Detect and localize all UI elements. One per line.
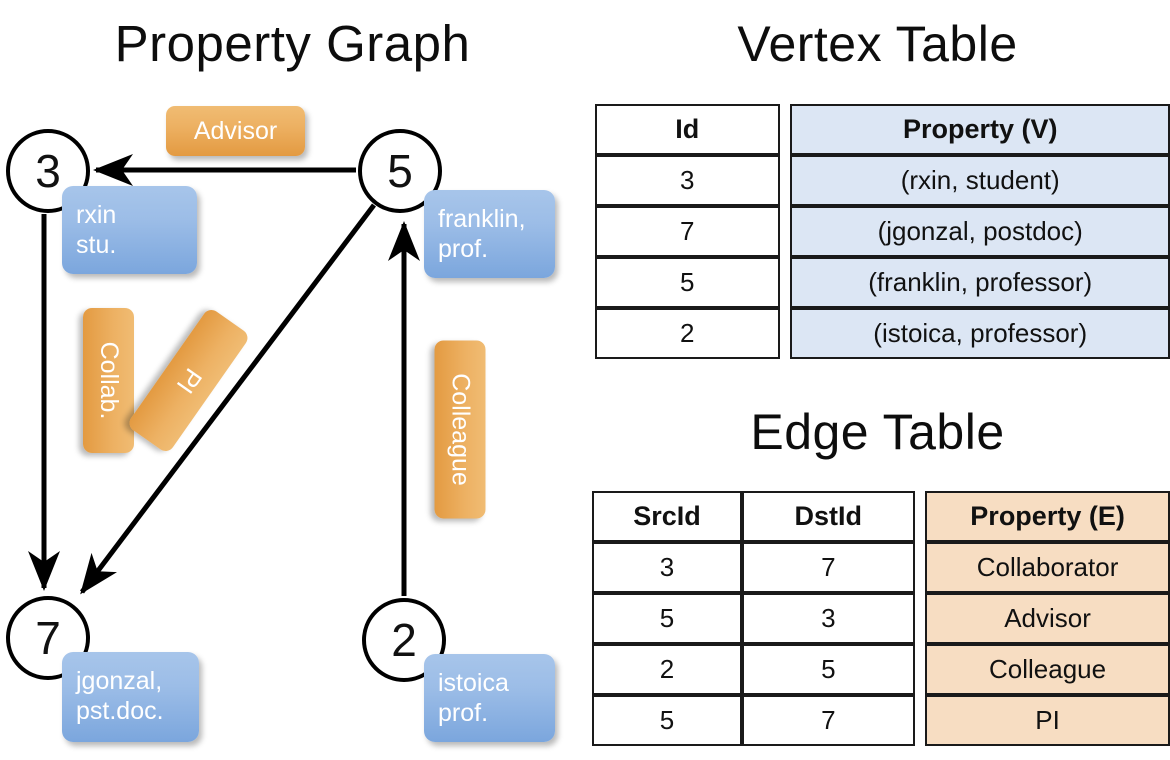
edge-cell-dstid: 7 <box>741 542 915 593</box>
vertex-cell-property: (franklin, professor) <box>790 257 1170 308</box>
edge-table-header-property: Property (E) <box>925 491 1170 542</box>
edge-cell-property: Advisor <box>925 593 1170 644</box>
table-row: 5 (franklin, professor) <box>595 257 1170 308</box>
graph-node-2-label: 2 <box>391 614 417 666</box>
edge-label-colleague-text: Colleague <box>446 373 475 486</box>
node-property-box-franklin: franklin, prof. <box>424 190 555 278</box>
edge-cell-property: Collaborator <box>925 542 1170 593</box>
edge-cell-dstid: 3 <box>741 593 915 644</box>
edge-label-box-collab: Collab. <box>83 308 134 453</box>
edge-cell-dstid: 7 <box>741 695 915 746</box>
node-property-istoica-line2: prof. <box>438 699 489 727</box>
page-title-property-graph: Property Graph <box>114 15 471 72</box>
table-row: 3 (rxin, student) <box>595 155 1170 206</box>
edge-cell-srcid: 3 <box>592 542 742 593</box>
vertex-cell-property: (jgonzal, postdoc) <box>790 206 1170 257</box>
edge-table-header-dstid: DstId <box>741 491 915 542</box>
graph-node-5[interactable]: 5 <box>358 129 442 213</box>
table-row: 2 (istoica, professor) <box>595 308 1170 359</box>
table-row: 7 (jgonzal, postdoc) <box>595 206 1170 257</box>
edge-5-to-7-pi <box>80 203 376 595</box>
node-property-istoica-line1: istoica <box>438 669 509 697</box>
table-column-gap <box>780 308 791 359</box>
graph-node-5-label: 5 <box>387 145 413 197</box>
vertex-cell-property: (rxin, student) <box>790 155 1170 206</box>
vertex-cell-id: 7 <box>595 206 780 257</box>
vertex-table-header-id: Id <box>595 104 780 155</box>
node-property-box-rxin: rxin stu. <box>62 186 197 274</box>
edge-label-pi-text: PI <box>170 363 208 399</box>
node-property-franklin-line1: franklin, <box>438 205 526 233</box>
edge-cell-dstid: 5 <box>741 644 915 695</box>
edge-cell-srcid: 5 <box>592 695 742 746</box>
property-graph-panel: Property Graph 3 5 7 2 rxin stu. frankli… <box>6 15 555 742</box>
graph-node-2[interactable]: 2 <box>362 598 446 682</box>
vertex-cell-id: 3 <box>595 155 780 206</box>
vertex-table-header-property: Property (V) <box>790 104 1170 155</box>
table-column-gap <box>780 206 791 257</box>
edge-table-header-row: SrcId DstId Property (E) <box>592 491 1170 542</box>
table-column-gap <box>915 542 925 593</box>
vertex-cell-id: 5 <box>595 257 780 308</box>
edge-label-box-advisor: Advisor <box>166 106 305 156</box>
table-column-gap <box>780 104 791 155</box>
table-column-gap <box>780 155 791 206</box>
edge-table-header-srcid: SrcId <box>592 491 742 542</box>
table-column-gap <box>915 644 925 695</box>
node-property-box-istoica: istoica prof. <box>424 654 555 742</box>
table-column-gap <box>915 491 925 542</box>
node-property-rxin-line2: stu. <box>76 231 117 259</box>
node-property-jgonzal-line1: jgonzal, <box>76 667 163 695</box>
edge-cell-property: PI <box>925 695 1170 746</box>
edge-label-box-colleague: Colleague <box>434 340 486 519</box>
vertex-table: Id Property (V) 3 (rxin, student) 7 (jgo… <box>595 104 1170 359</box>
vertex-cell-id: 2 <box>595 308 780 359</box>
edge-label-advisor-text: Advisor <box>193 116 278 145</box>
vertex-cell-property: (istoica, professor) <box>790 308 1170 359</box>
node-property-franklin-line2: prof. <box>438 235 489 263</box>
table-row: 5 7 PI <box>592 695 1170 746</box>
node-property-jgonzal-line2: pst.doc. <box>76 697 164 725</box>
table-row: 3 7 Collaborator <box>592 542 1170 593</box>
node-property-rxin-line1: rxin <box>76 201 117 229</box>
node-property-box-jgonzal: jgonzal, pst.doc. <box>62 652 199 742</box>
page-title-vertex-table: Vertex Table <box>737 16 1018 72</box>
edge-label-collab-text: Collab. <box>95 341 123 420</box>
table-column-gap <box>915 695 925 746</box>
graph-node-3-label: 3 <box>35 145 61 197</box>
table-column-gap <box>780 257 791 308</box>
table-row: 2 5 Colleague <box>592 644 1170 695</box>
page-title-edge-table: Edge Table <box>750 404 1005 460</box>
edge-cell-property: Colleague <box>925 644 1170 695</box>
table-row: 5 3 Advisor <box>592 593 1170 644</box>
graph-edges-svg <box>28 154 420 596</box>
edge-cell-srcid: 5 <box>592 593 742 644</box>
graph-node-7-label: 7 <box>35 612 61 664</box>
edge-table: SrcId DstId Property (E) 3 7 Collaborato… <box>592 491 1170 746</box>
edge-cell-srcid: 2 <box>592 644 742 695</box>
vertex-table-header-row: Id Property (V) <box>595 104 1170 155</box>
table-column-gap <box>915 593 925 644</box>
